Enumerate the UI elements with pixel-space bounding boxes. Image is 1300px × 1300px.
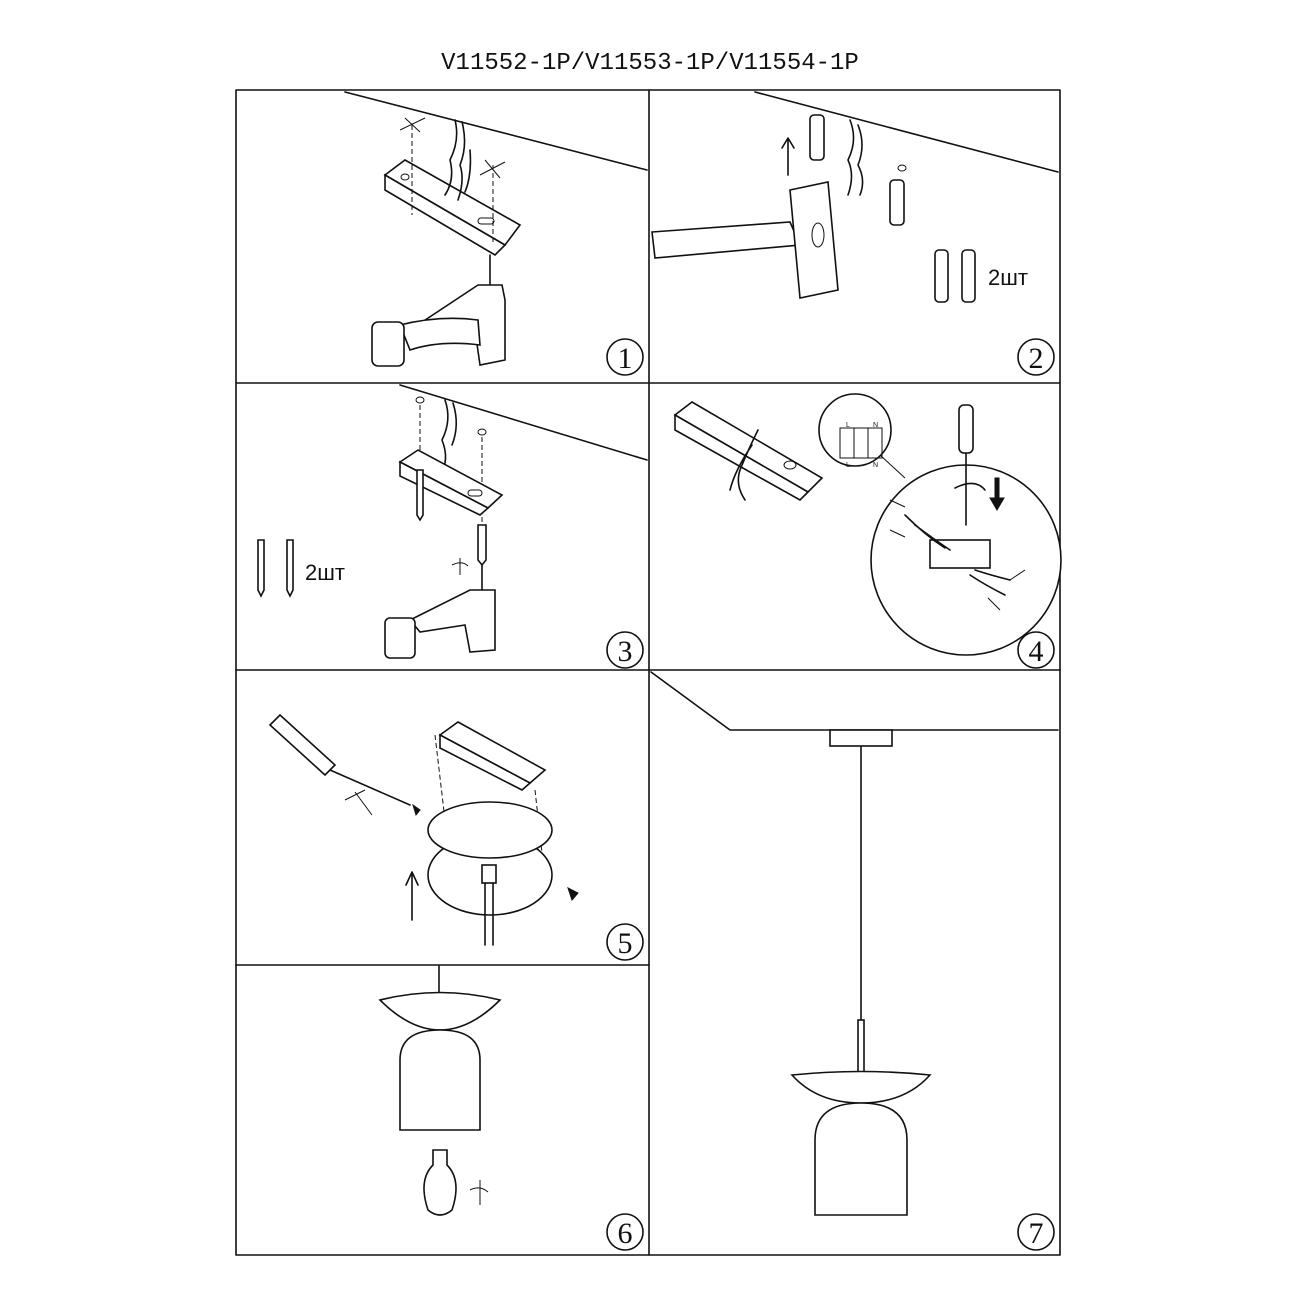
- step-number-badge: [606, 338, 644, 376]
- screw-icon: [477, 524, 487, 567]
- screwdriver-icon: [268, 713, 411, 806]
- mounting-bracket-drawing: [438, 721, 547, 791]
- ceiling-canopy: [427, 801, 553, 946]
- ceiling-canopy: [829, 729, 893, 747]
- step-4-panel: L N L N 4: [673, 393, 1062, 669]
- drill-mark-icon: [399, 117, 426, 133]
- screw-icon: [257, 539, 265, 598]
- step-number: 4: [1029, 635, 1044, 668]
- ceiling-line: [650, 671, 1059, 731]
- light-bulb-icon: [423, 1149, 457, 1216]
- rotate-icon: [451, 558, 469, 575]
- step-number: 7: [1029, 1217, 1044, 1250]
- step-5-panel: 5: [268, 713, 644, 961]
- direction-arrows: [889, 499, 1026, 611]
- step-number-badge: [1017, 338, 1055, 376]
- ceiling-line: [399, 384, 648, 461]
- quantity-label: 2шт: [305, 560, 345, 585]
- step-number: 5: [618, 927, 633, 960]
- terminal-label: N: [873, 422, 878, 429]
- step-number: 2: [1029, 342, 1044, 375]
- wall-plug-icon: [961, 249, 976, 303]
- step-number-badge: [1017, 1213, 1055, 1251]
- terminal-label: L: [846, 462, 850, 469]
- wire: [904, 514, 951, 551]
- step-2-panel: 2шт 2: [651, 91, 1059, 376]
- step-7-panel: 7: [650, 671, 1059, 1251]
- step-number: 1: [618, 342, 633, 375]
- wall-plug-icon: [809, 114, 825, 161]
- screw-icon: [416, 469, 424, 522]
- screw-icon: [286, 539, 294, 598]
- wall-plug-icon: [934, 249, 949, 303]
- screw-icon: [412, 803, 421, 817]
- mounting-bracket-drawing: [383, 159, 522, 257]
- lamp-shade-top: [378, 991, 502, 1031]
- rotate-icon: [469, 1180, 489, 1205]
- ceiling-wires: [847, 119, 864, 196]
- step-1-panel: 1: [344, 91, 648, 376]
- step-3-panel: 2шт 3: [257, 384, 648, 669]
- terminal-label: N: [873, 462, 878, 469]
- lamp-shade-body: [399, 1029, 481, 1131]
- wire: [969, 569, 1011, 596]
- mounting-bracket-drawing: [673, 401, 824, 501]
- screwdriver-icon: [958, 404, 974, 526]
- wall-plug-icon: [889, 179, 905, 226]
- up-arrow-icon: [405, 871, 419, 921]
- step-6-panel: 6: [378, 965, 644, 1251]
- quantity-label: 2шт: [988, 265, 1028, 290]
- lamp-shade-top: [790, 1070, 932, 1104]
- rotate-icon: [344, 789, 373, 816]
- step-number: 6: [618, 1217, 633, 1250]
- down-arrow-icon: [989, 477, 1005, 511]
- screwdriver-drill-icon: [384, 564, 496, 659]
- rotate-arrow-icon: [954, 482, 986, 491]
- ceiling-wires: [729, 429, 759, 501]
- step-number-badge: [606, 923, 644, 961]
- lamp-shade-body: [814, 1102, 908, 1216]
- ceiling-wires: [444, 119, 472, 201]
- ceiling-line: [344, 91, 648, 171]
- terminal-block-detail: [818, 393, 892, 467]
- terminal-label: L: [846, 422, 850, 429]
- up-arrow-icon: [781, 137, 795, 176]
- step-number-badge: [1017, 631, 1055, 669]
- screw-icon: [567, 887, 579, 901]
- step-number-badge: [606, 631, 644, 669]
- drill-mark-icon: [479, 159, 506, 179]
- step-number-badge: [606, 1213, 644, 1251]
- mounting-bracket-drawing: [398, 449, 504, 516]
- document-title: V11552-1P/V11553-1P/V11554-1P: [441, 50, 859, 77]
- panel-grid: [235, 89, 1061, 1256]
- step-number: 3: [618, 635, 633, 668]
- ceiling-line: [754, 91, 1059, 173]
- hammer-icon: [651, 181, 839, 299]
- drill-icon: [371, 254, 506, 367]
